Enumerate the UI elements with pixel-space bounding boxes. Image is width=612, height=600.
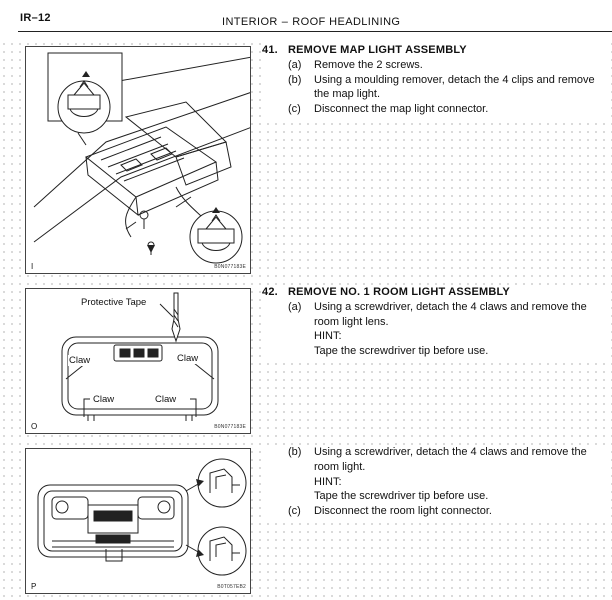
page-title: INTERIOR–ROOF HEADLINING	[222, 16, 400, 28]
subsection-name: ROOF HEADLINING	[292, 16, 401, 28]
item-text: Using a moulding remover, detach the 4 c…	[314, 73, 595, 101]
hint-label: HINT:	[314, 475, 342, 488]
page-number: IR–12	[20, 12, 51, 24]
step-item: (c) Disconnect the map light connector.	[262, 102, 607, 117]
item-letter: (a)	[288, 58, 302, 71]
item-letter: (a)	[288, 300, 302, 313]
header-rule	[18, 31, 612, 32]
step-title: 42. REMOVE NO. 1 ROOM LIGHT ASSEMBLY	[262, 285, 607, 300]
step-title: 41. REMOVE MAP LIGHT ASSEMBLY	[262, 43, 607, 58]
hint-text: Tape the screwdriver tip before use.	[314, 345, 489, 358]
room-light-lens-illustration	[61, 292, 219, 421]
figure-room-light: P B0T057EB2	[25, 448, 251, 594]
page-header	[0, 0, 612, 40]
callout-claw-bottom-right: Claw	[154, 394, 178, 405]
step-42: 42. REMOVE NO. 1 ROOM LIGHT ASSEMBLY (a) U…	[262, 285, 607, 359]
figure-letter: P	[31, 582, 37, 591]
callout-protective-tape: Protective Tape	[80, 297, 148, 308]
item-letter: (b)	[288, 73, 302, 86]
figure-code: B0N077183E	[214, 424, 246, 430]
item-text: Disconnect the room light connector.	[314, 505, 492, 518]
figure-map-light: I B0N077183E	[25, 46, 251, 274]
room-light-illustration	[37, 458, 247, 576]
figure-letter: I	[31, 262, 34, 271]
step-item: (a) Using a screwdriver, detach the 4 cla…	[262, 300, 607, 330]
step-number: 42.	[262, 286, 278, 298]
step-title-text: REMOVE MAP LIGHT ASSEMBLY	[288, 44, 467, 56]
hint-text: Tape the screwdriver tip before use.	[314, 490, 489, 503]
item-text: Using a screwdriver, detach the 4 claws …	[314, 446, 587, 473]
step-number: 41.	[262, 44, 278, 56]
step-item: (a) Remove the 2 screws.	[262, 58, 607, 73]
figure-code: B0T057EB2	[217, 584, 246, 590]
item-text: Using a screwdriver, detach the 4 claws …	[314, 300, 587, 328]
step-title-text: REMOVE NO. 1 ROOM LIGHT ASSEMBLY	[288, 286, 510, 298]
hint-label: HINT:	[314, 330, 342, 343]
map-light-illustration	[33, 52, 250, 264]
callout-claw-top-right: Claw	[176, 353, 200, 364]
figure-room-light-lens: Protective Tape Claw Claw Claw Claw O B0…	[25, 288, 251, 434]
section-name: INTERIOR	[222, 16, 278, 28]
callout-claw-bottom-left: Claw	[92, 394, 116, 405]
callout-claw-top-left: Claw	[68, 355, 92, 366]
step-41: 41. REMOVE MAP LIGHT ASSEMBLY (a) Remove t…	[262, 43, 607, 117]
step-item: (b) Using a moulding remover, detach the …	[262, 73, 607, 103]
step-42-continued: (b) Using a screwdriver, detach the 4 cla…	[262, 445, 607, 519]
item-letter: (b)	[288, 446, 302, 458]
item-letter: (c)	[288, 103, 301, 116]
item-text: Remove the 2 screws.	[314, 58, 423, 71]
item-text: Disconnect the map light connector.	[314, 103, 489, 116]
figure-letter: O	[31, 422, 38, 431]
item-letter: (c)	[288, 505, 301, 518]
step-item: (b) Using a screwdriver, detach the 4 cla…	[262, 445, 607, 475]
step-item: (c) Disconnect the room light connector.	[262, 504, 607, 519]
figure-code: B0N077183E	[214, 264, 246, 270]
title-separator: –	[281, 16, 289, 28]
